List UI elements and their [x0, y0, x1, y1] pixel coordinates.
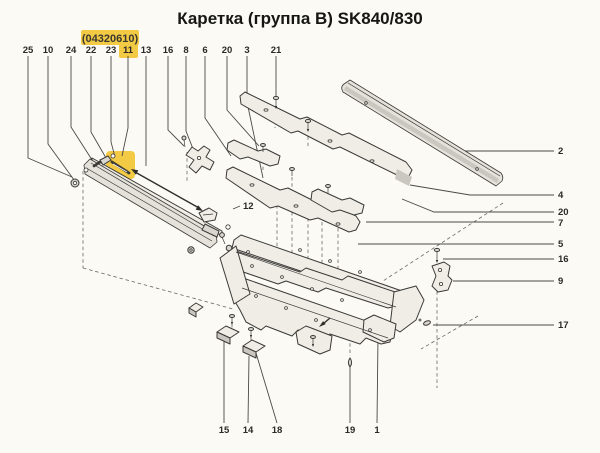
front-rail-assembly: [70, 153, 245, 269]
callout-top-23: 23: [106, 45, 117, 56]
code-highlight: [81, 30, 139, 45]
part-code: (04320610): [82, 33, 139, 45]
callout-top-10: 10: [43, 45, 54, 56]
callout-top-20: 20: [222, 45, 233, 56]
screw-18: [310, 335, 316, 347]
callout-inline-12: 12: [243, 201, 254, 212]
pin-part-19: [347, 357, 353, 368]
callout-bottom-18: 18: [272, 425, 283, 436]
callout-bottom-1: 1: [374, 425, 380, 436]
callout-top-13: 13: [141, 45, 152, 56]
callout-top-25: 25: [23, 45, 34, 56]
callout-bottom-14: 14: [243, 425, 254, 436]
number-11-highlight: [119, 43, 138, 58]
bracket-part-9: [418, 247, 453, 326]
screw-16: [433, 247, 441, 263]
callout-right-4: 4: [558, 190, 564, 201]
screw-20: [304, 118, 312, 132]
callout-top-11: 11: [123, 45, 134, 56]
retaining-bar-part-4: [239, 91, 413, 186]
strip-part-6: [226, 139, 281, 167]
callout-right-7: 7: [558, 218, 563, 229]
pin-parts-24-22: [92, 153, 116, 168]
clip-part-17: [418, 318, 431, 326]
strip-part-7: [310, 184, 365, 216]
callout-right-16: 16: [558, 254, 569, 265]
callout-top-22: 22: [86, 45, 97, 56]
page-title: Каретка (группа В) SK840/830: [177, 9, 422, 28]
ring-part-23: [110, 153, 116, 159]
nut-part-25: [70, 178, 80, 188]
leader-lines: [27, 56, 554, 424]
callout-right-2: 2: [558, 146, 563, 157]
callout-top-6: 6: [202, 45, 207, 56]
callout-right-17: 17: [558, 320, 569, 331]
callout-top-8: 8: [183, 45, 188, 56]
bracket-part-8: [181, 135, 215, 174]
callout-right-5: 5: [558, 239, 564, 250]
callout-bottom-19: 19: [345, 425, 356, 436]
callout-labels: 25 10 24 22 23 11 13 16 8 6 20 3 21 (043…: [23, 33, 569, 436]
strip-part-3: [225, 166, 361, 233]
callout-top-21: 21: [271, 45, 282, 56]
foot-screw-b: [248, 327, 254, 338]
latch-part-12: [198, 207, 218, 223]
callout-right-20: 20: [558, 207, 569, 218]
foot-screw-a: [229, 314, 235, 325]
rubber-feet: [188, 302, 266, 359]
top-rail-part-2: [341, 79, 504, 187]
insert-arrow: [131, 169, 203, 211]
callout-top-16: 16: [163, 45, 174, 56]
spring-pin-part-11: [110, 160, 131, 175]
callout-top-24: 24: [66, 45, 77, 56]
callout-bottom-15: 15: [219, 425, 230, 436]
carriage-body-part-1: [219, 234, 425, 368]
tab-arrow: [319, 317, 331, 327]
screw-21: [272, 95, 280, 109]
callout-top-3: 3: [244, 45, 249, 56]
callout-right-9: 9: [558, 276, 563, 287]
